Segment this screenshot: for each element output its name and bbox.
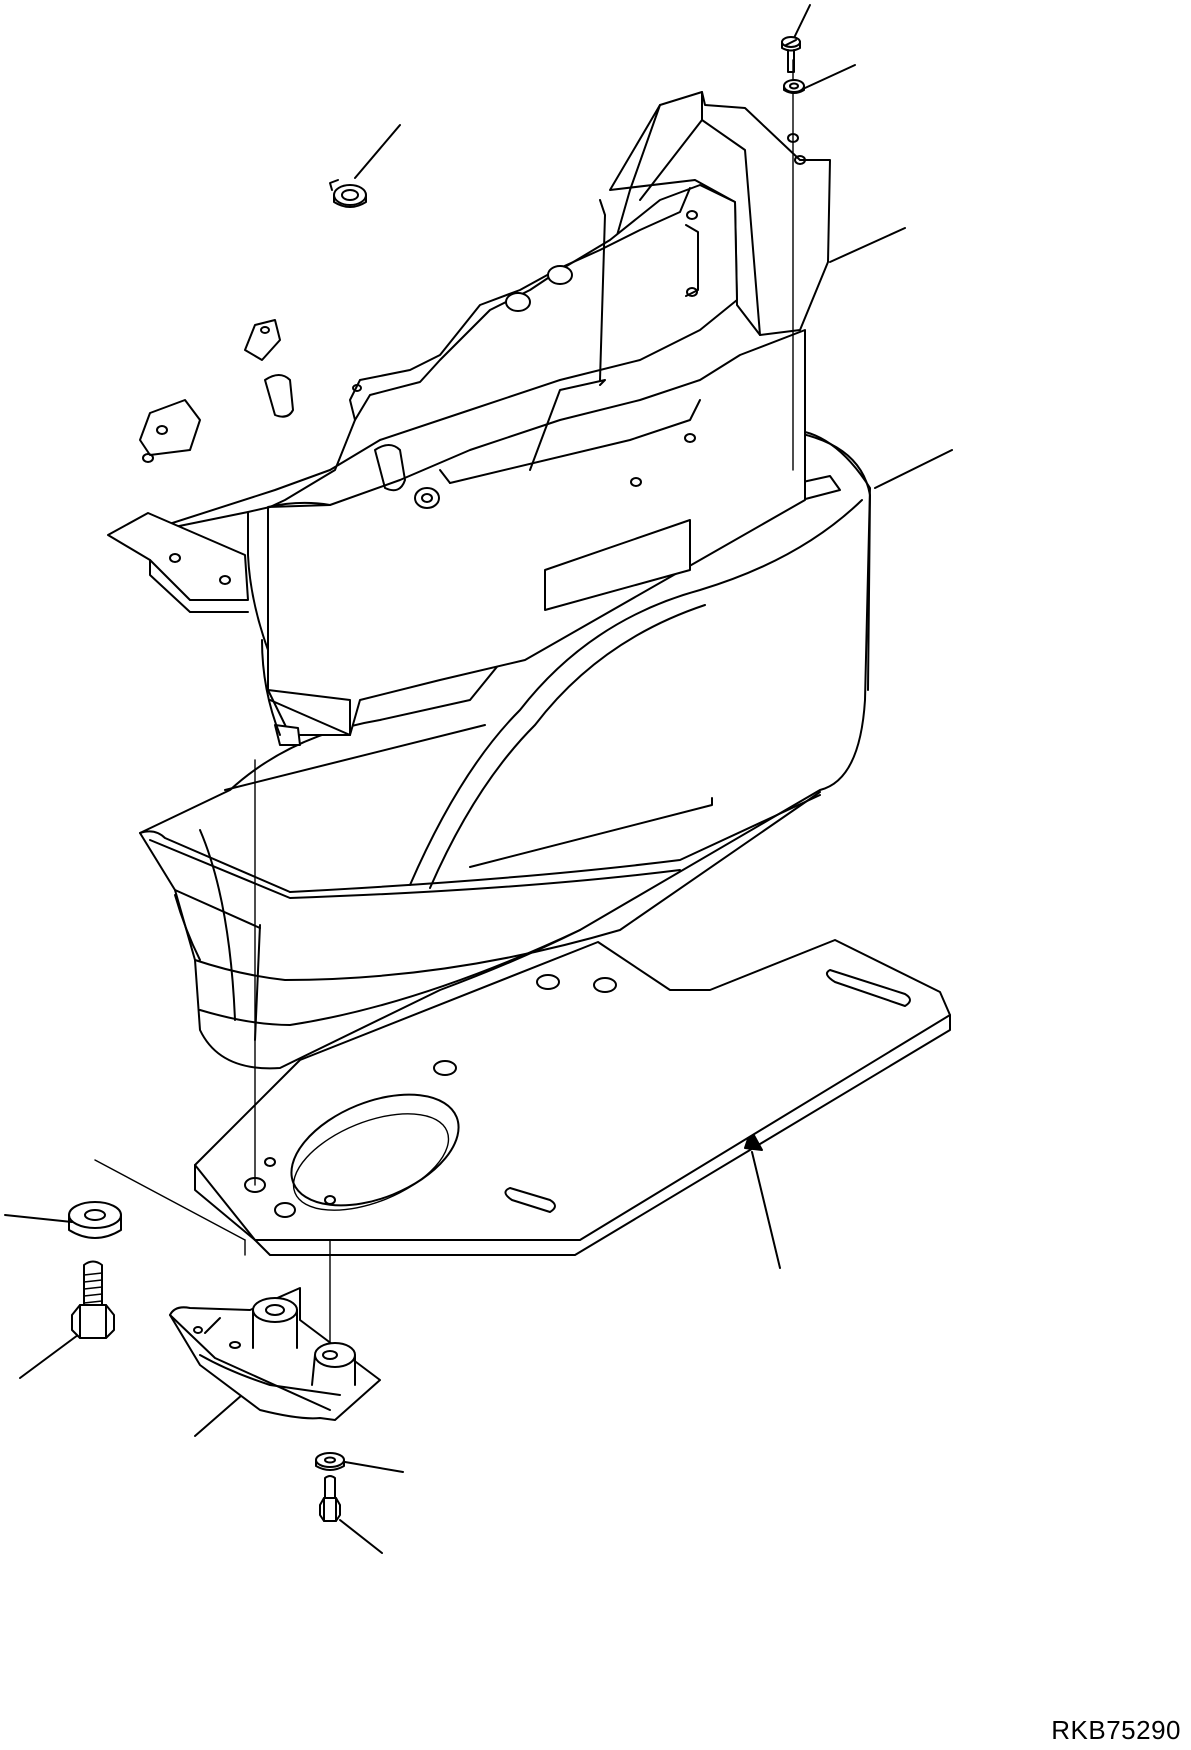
cushion-washer-icon bbox=[68, 1201, 122, 1239]
alignment-lines bbox=[94, 59, 794, 1356]
leader-frame bbox=[829, 227, 906, 263]
washer-top-right-icon bbox=[783, 79, 805, 94]
stud-bolt-icon bbox=[71, 1260, 115, 1339]
mount-bracket-icon bbox=[169, 1287, 381, 1421]
leader-stud-bolt bbox=[19, 1331, 83, 1379]
leader-washer-top bbox=[804, 64, 856, 89]
bolt-bottom-icon bbox=[319, 1475, 341, 1522]
leader-lines bbox=[4, 4, 953, 1554]
mounting-plate-icon bbox=[194, 939, 951, 1256]
clip-nut-icon bbox=[329, 179, 367, 208]
leader-bolt-bottom bbox=[339, 1519, 383, 1554]
leader-cover bbox=[874, 449, 953, 489]
bracket-frame-icon bbox=[107, 91, 831, 746]
drawing-code: RKB75290 bbox=[1051, 1715, 1181, 1745]
screw-top-right-icon bbox=[781, 36, 801, 73]
washer-bottom-icon bbox=[315, 1452, 345, 1471]
leader-clip-nut bbox=[354, 124, 401, 179]
leader-screw-top bbox=[792, 4, 811, 41]
leader-cushion bbox=[4, 1214, 73, 1223]
leader-washer-bottom bbox=[344, 1461, 404, 1473]
leader-plate bbox=[751, 1151, 781, 1269]
